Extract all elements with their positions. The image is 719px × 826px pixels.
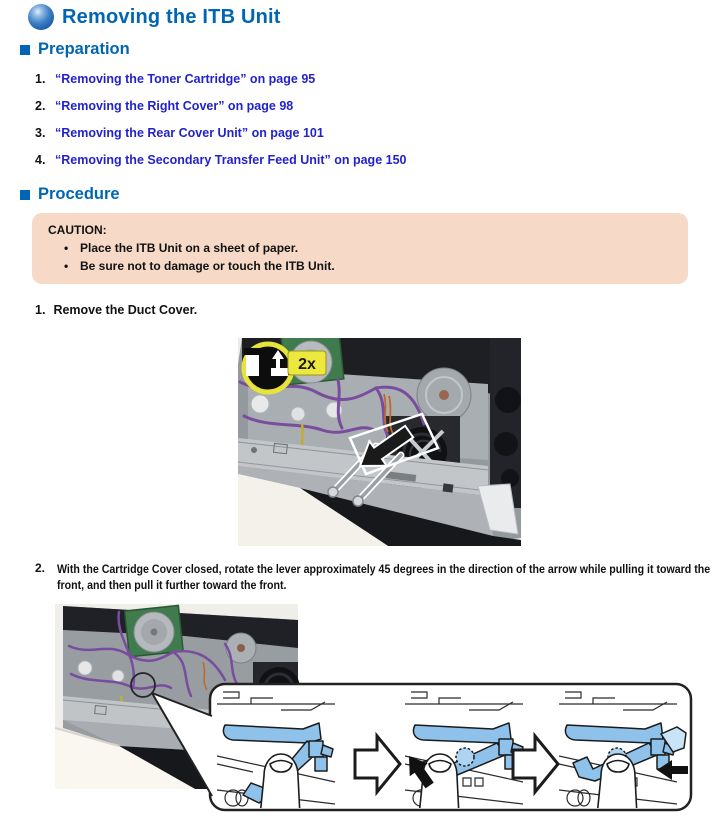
procedure-heading: Procedure bbox=[20, 185, 120, 204]
list-item: 4. “Removing the Secondary Transfer Feed… bbox=[35, 146, 406, 173]
lever-rotation-figure bbox=[54, 604, 693, 812]
list-item: 3. “Removing the Rear Cover Unit” on pag… bbox=[35, 119, 406, 146]
square-bullet-icon bbox=[20, 189, 30, 200]
bullet-icon: • bbox=[64, 241, 69, 255]
figure-step1: 2x bbox=[237, 330, 521, 551]
link-removing-secondary-transfer-feed-unit[interactable]: “Removing the Secondary Transfer Feed Un… bbox=[55, 152, 407, 167]
square-bullet-icon bbox=[20, 44, 30, 55]
caution-box: CAUTION: • Place the ITB Unit on a sheet… bbox=[32, 213, 688, 284]
panel-3-lever-pulled bbox=[558, 691, 688, 808]
link-removing-right-cover[interactable]: “Removing the Right Cover” on page 98 bbox=[55, 98, 294, 113]
printer-photo-duct-cover: 2x bbox=[237, 330, 521, 546]
panel-2-lever-rotated bbox=[404, 691, 524, 808]
rotate-direction-arrow bbox=[409, 756, 434, 789]
list-item: 2. “Removing the Right Cover” on page 98 bbox=[35, 92, 406, 119]
list-item-number: 1. bbox=[35, 71, 46, 86]
page-header: Removing the ITB Unit bbox=[28, 4, 281, 30]
link-removing-rear-cover-unit[interactable]: “Removing the Rear Cover Unit” on page 1… bbox=[55, 125, 324, 140]
step-number: 2. bbox=[35, 561, 46, 575]
page-title: Removing the ITB Unit bbox=[62, 5, 281, 28]
step-text: Remove the Duct Cover. bbox=[53, 303, 198, 317]
list-item-number: 3. bbox=[35, 125, 46, 140]
figure-step2 bbox=[54, 604, 700, 821]
step-number: 1. bbox=[35, 303, 46, 317]
remove-screw-icon bbox=[241, 341, 295, 395]
list-item: 1. “Removing the Toner Cartridge” on pag… bbox=[35, 65, 406, 92]
released-part bbox=[659, 726, 687, 753]
screw-count-badge: 2x bbox=[287, 350, 327, 376]
caution-label: CAUTION: bbox=[48, 223, 107, 237]
callout-box bbox=[151, 682, 693, 812]
caution-item: • Be sure not to damage or touch the ITB… bbox=[64, 259, 672, 273]
step-2: 2. With the Cartridge Cover closed, rota… bbox=[35, 561, 719, 593]
caution-text: Place the ITB Unit on a sheet of paper. bbox=[80, 241, 299, 255]
list-item-number: 4. bbox=[35, 152, 46, 167]
pull-direction-arrow bbox=[657, 760, 688, 780]
section-sphere-icon bbox=[28, 4, 54, 30]
link-removing-toner-cartridge[interactable]: “Removing the Toner Cartridge” on page 9… bbox=[55, 71, 316, 86]
callout-circle bbox=[130, 672, 156, 698]
bullet-icon: • bbox=[64, 259, 69, 273]
screw-count-label: 2x bbox=[298, 356, 316, 373]
remove-direction-arrow bbox=[358, 424, 415, 468]
list-item-number: 2. bbox=[35, 98, 46, 113]
cable-harness bbox=[67, 610, 239, 698]
step-text: With the Cartridge Cover closed, rotate … bbox=[57, 562, 711, 592]
preparation-heading: Preparation bbox=[20, 40, 130, 59]
caution-text: Be sure not to damage or touch the ITB U… bbox=[80, 259, 335, 273]
preparation-list: 1. “Removing the Toner Cartridge” on pag… bbox=[35, 65, 406, 173]
preparation-heading-label: Preparation bbox=[38, 40, 130, 58]
procedure-heading-label: Procedure bbox=[38, 185, 120, 203]
step-1: 1. Remove the Duct Cover. bbox=[35, 303, 197, 317]
caution-item: • Place the ITB Unit on a sheet of paper… bbox=[64, 241, 672, 255]
